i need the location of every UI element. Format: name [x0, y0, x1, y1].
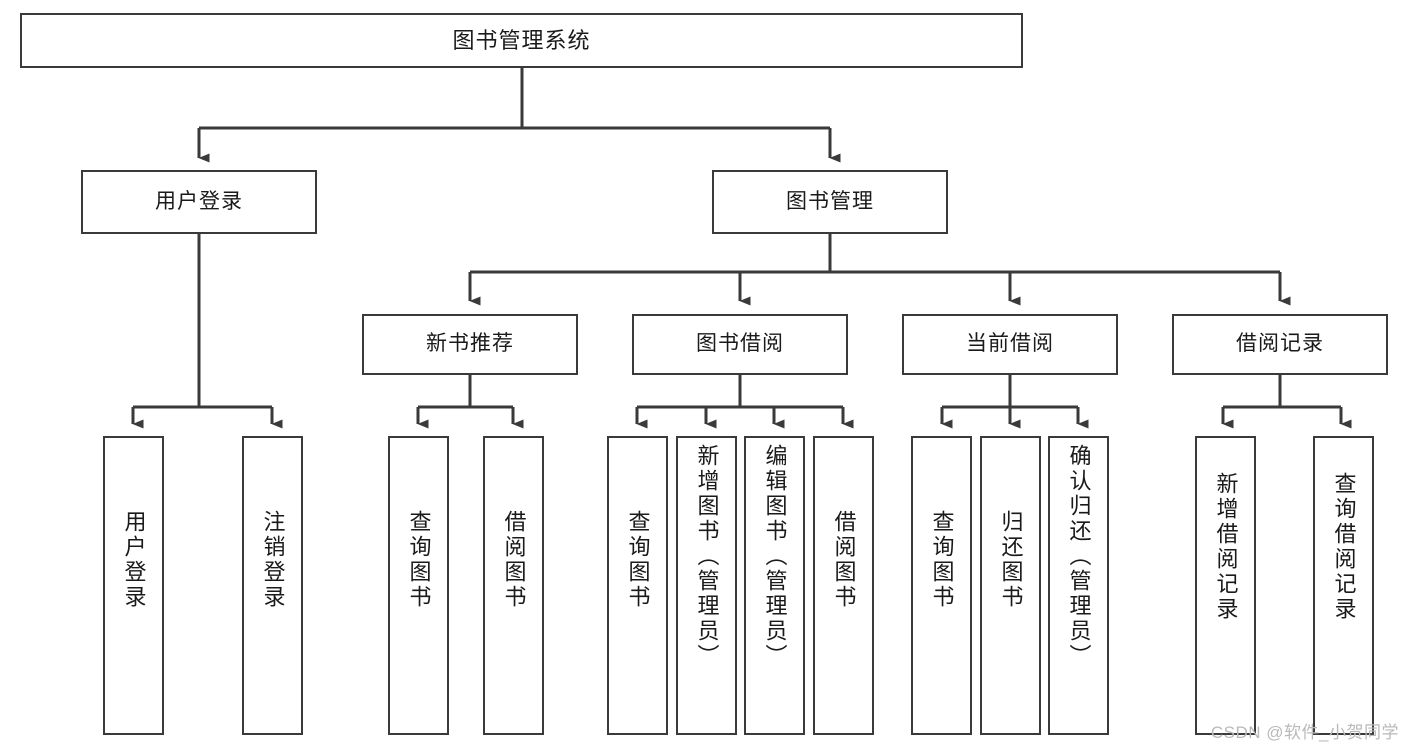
node-leaf-borrow-book-2-label: 借阅图书 — [831, 510, 857, 610]
node-leaf-query-book-3-label: 查询图书 — [929, 510, 955, 610]
node-leaf-edit-book-label: 编辑图书（管理员） — [762, 444, 788, 669]
node-root-label: 图书管理系统 — [452, 27, 591, 53]
node-book-management-label: 图书管理 — [786, 189, 874, 213]
node-current-borrow[interactable]: 当前借阅 — [902, 314, 1118, 375]
node-borrow-record[interactable]: 借阅记录 — [1172, 314, 1388, 375]
node-leaf-add-book[interactable]: 新增图书（管理员） — [676, 436, 737, 735]
node-leaf-query-book-1-label: 查询图书 — [406, 510, 432, 610]
node-leaf-confirm-return[interactable]: 确认归还（管理员） — [1048, 436, 1109, 735]
node-leaf-confirm-return-label: 确认归还（管理员） — [1066, 444, 1092, 669]
node-leaf-borrow-book-1-label: 借阅图书 — [501, 510, 527, 610]
node-book-borrow-label: 图书借阅 — [696, 332, 784, 356]
node-user-login[interactable]: 用户登录 — [81, 170, 317, 234]
node-leaf-borrow-book-2[interactable]: 借阅图书 — [813, 436, 874, 735]
node-leaf-query-record-label: 查询借阅记录 — [1331, 472, 1357, 622]
node-new-book-recommend-label: 新书推荐 — [426, 332, 514, 356]
node-leaf-add-record[interactable]: 新增借阅记录 — [1195, 436, 1256, 735]
node-leaf-add-book-label: 新增图书（管理员） — [694, 444, 720, 669]
node-book-management[interactable]: 图书管理 — [712, 170, 948, 234]
node-leaf-logout-label: 注销登录 — [260, 510, 286, 610]
node-leaf-query-book-1[interactable]: 查询图书 — [388, 436, 449, 735]
node-leaf-user-login[interactable]: 用户登录 — [103, 436, 164, 735]
node-leaf-user-login-label: 用户登录 — [121, 510, 147, 610]
node-root[interactable]: 图书管理系统 — [20, 13, 1023, 68]
node-book-borrow[interactable]: 图书借阅 — [632, 314, 848, 375]
node-borrow-record-label: 借阅记录 — [1236, 332, 1324, 356]
node-current-borrow-label: 当前借阅 — [966, 332, 1054, 356]
node-leaf-edit-book[interactable]: 编辑图书（管理员） — [744, 436, 805, 735]
node-leaf-borrow-book-1[interactable]: 借阅图书 — [483, 436, 544, 735]
node-leaf-add-record-label: 新增借阅记录 — [1213, 472, 1239, 622]
node-leaf-return-book-label: 归还图书 — [998, 510, 1024, 610]
node-leaf-query-book-3[interactable]: 查询图书 — [911, 436, 972, 735]
node-leaf-logout[interactable]: 注销登录 — [242, 436, 303, 735]
node-leaf-query-book-2-label: 查询图书 — [625, 510, 651, 610]
node-new-book-recommend[interactable]: 新书推荐 — [362, 314, 578, 375]
node-leaf-return-book[interactable]: 归还图书 — [980, 436, 1041, 735]
node-leaf-query-book-2[interactable]: 查询图书 — [607, 436, 668, 735]
node-user-login-label: 用户登录 — [155, 189, 243, 213]
node-leaf-query-record[interactable]: 查询借阅记录 — [1313, 436, 1374, 735]
watermark-text: CSDN @软件_小贺同学 — [1210, 723, 1399, 742]
